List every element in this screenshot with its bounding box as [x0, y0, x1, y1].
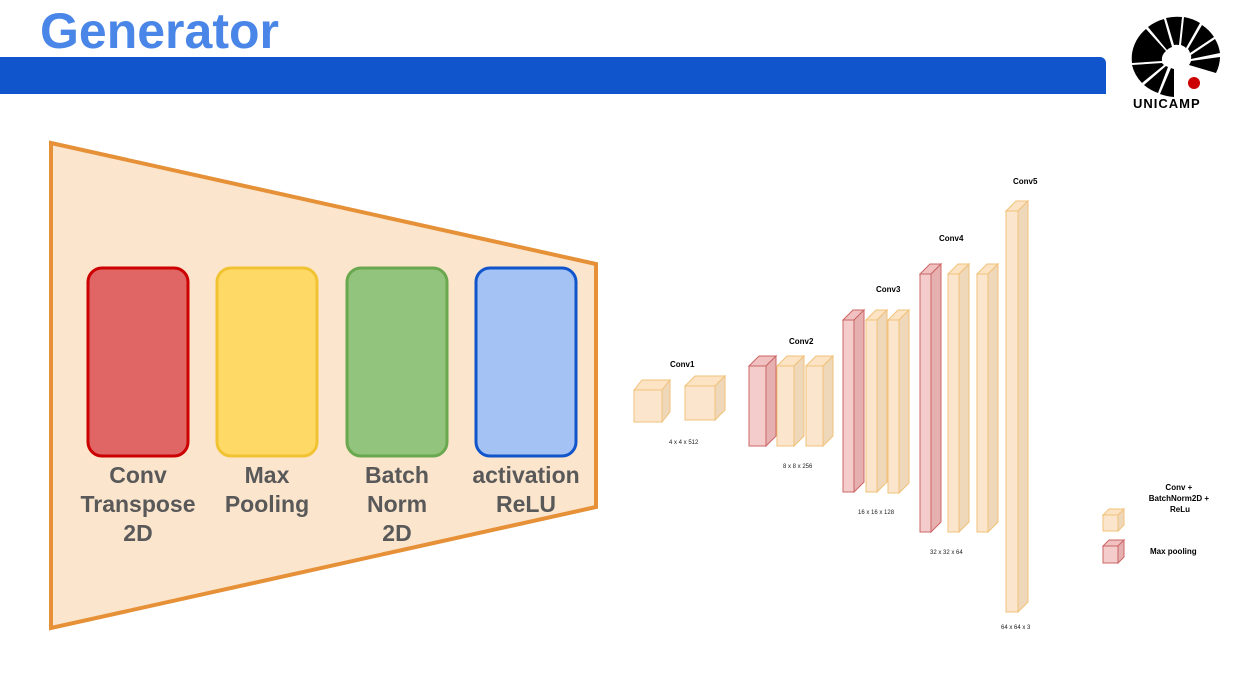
box-face [776, 365, 795, 447]
box-face [842, 319, 855, 493]
box-face [1102, 514, 1119, 532]
layer-dims: 16 x 16 x 128 [858, 510, 895, 516]
box-face [976, 273, 989, 533]
block-swatch [474, 266, 578, 458]
legend-pool-swatch [1101, 538, 1126, 565]
legend-conv-swatch [1101, 507, 1126, 533]
box-face [853, 308, 865, 494]
box-face [805, 365, 824, 447]
box-face [919, 273, 932, 533]
conv2-layer: Conv2 8 x 8 x 256 [747, 337, 835, 470]
conv-block [975, 262, 1000, 534]
layer-dims: 64 x 64 x 3 [1001, 625, 1031, 631]
conv4-layer: Conv4 32 x 32 x 64 [918, 234, 1000, 556]
box-face [958, 262, 970, 534]
layer-dims: 8 x 8 x 256 [783, 464, 813, 470]
box-face [684, 385, 716, 421]
conv-block [1004, 199, 1030, 614]
conv-block [864, 308, 889, 494]
box-face [887, 319, 900, 494]
conv-block [804, 354, 835, 448]
conv5-layer: Conv5 64 x 64 x 3 [1001, 177, 1038, 631]
conv3-layer: Conv3 16 x 16 x 128 [841, 285, 911, 516]
title-banner [0, 57, 1106, 94]
logo-text: UNICAMP [1133, 96, 1201, 111]
block-swatch [345, 266, 449, 458]
box-face [876, 308, 888, 494]
conv-block [946, 262, 971, 534]
pool-block [918, 262, 943, 534]
slide-title: Generator [40, 3, 279, 59]
pool-block [841, 308, 866, 494]
unicamp-logo-icon [1131, 16, 1220, 97]
layer-dims: 4 x 4 x 512 [669, 440, 699, 446]
box-face [865, 319, 878, 493]
layer-label: Conv4 [939, 234, 964, 243]
pool-block [747, 354, 778, 448]
conv-block [775, 354, 806, 448]
box-face [822, 354, 834, 448]
box-face [1005, 210, 1019, 613]
box-face [947, 273, 960, 533]
conv-block [632, 378, 672, 424]
layer-dims: 32 x 32 x 64 [930, 550, 963, 556]
box-face [1102, 545, 1119, 564]
legend-pool-label: Max pooling [1150, 547, 1197, 556]
conv-block [683, 374, 727, 422]
block-frame [49, 140, 598, 631]
box-face [633, 389, 663, 423]
layer-label: Conv2 [789, 337, 814, 346]
box-face [930, 262, 942, 534]
box-face [898, 308, 910, 495]
box-face [793, 354, 805, 448]
box-face [987, 262, 999, 534]
box-face [765, 354, 777, 448]
network-diagram: Conv1 4 x 4 x 512 Conv2 8 x 8 x 256 Conv… [632, 177, 1211, 631]
block-swatch [86, 266, 190, 458]
box-face [1017, 199, 1029, 614]
conv-block [886, 308, 911, 495]
layer-label: Conv3 [876, 285, 901, 294]
block-swatch [215, 266, 319, 458]
layer-label: Conv1 [670, 360, 695, 369]
box-face [748, 365, 767, 447]
conv1-layer: Conv1 4 x 4 x 512 [632, 360, 727, 446]
legend-conv-label: Conv + BatchNorm2D + ReLu [1149, 483, 1211, 514]
layer-label: Conv5 [1013, 177, 1038, 186]
legend: Conv + BatchNorm2D + ReLu Max pooling [1101, 483, 1211, 565]
